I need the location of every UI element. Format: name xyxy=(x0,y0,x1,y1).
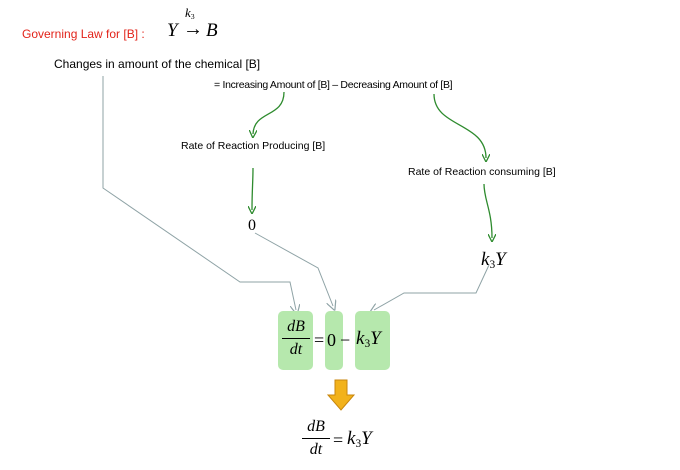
balance-label: = Increasing Amount of [B] – Decreasing … xyxy=(214,79,453,91)
equation-derivative: dB dt xyxy=(282,318,310,359)
consumption-highlight xyxy=(355,311,390,370)
arrow-changes-to-dbdt xyxy=(102,76,296,310)
equation-rate-term: k3Y xyxy=(356,328,381,350)
arrow-to-zero xyxy=(252,167,253,210)
result-derivative: dB dt xyxy=(302,418,330,459)
result-numerator: dB xyxy=(307,418,325,435)
header-label: Governing Law for [B] : xyxy=(22,27,145,41)
consuming-value: k3Y xyxy=(481,249,506,271)
equation-equals: = xyxy=(314,330,325,350)
result-equals: = xyxy=(333,430,344,450)
reaction-arrow-icon: → xyxy=(183,18,203,40)
producing-label: Rate of Reaction Producing [B] xyxy=(181,140,326,152)
result-denominator: dt xyxy=(309,441,323,458)
rate-constant-label: k3 xyxy=(185,5,195,21)
reaction-product: B xyxy=(206,20,218,41)
arrow-zero-to-box xyxy=(254,232,333,306)
equation-minus: − xyxy=(340,330,351,350)
down-arrow-icon xyxy=(326,379,356,411)
equation-zero: 0 xyxy=(327,330,336,350)
result-rate-term: k3Y xyxy=(347,428,372,450)
reaction-reactant: Y xyxy=(167,20,178,41)
changes-label: Changes in amount of the chemical [B] xyxy=(54,57,261,71)
producing-value: 0 xyxy=(248,217,256,234)
equation-denominator: dt xyxy=(289,341,303,358)
arrow-to-producing xyxy=(253,91,285,134)
derivative-highlight xyxy=(278,311,313,370)
arrow-k3y-to-box xyxy=(374,264,490,310)
equation-numerator: dB xyxy=(287,318,305,335)
production-highlight xyxy=(325,311,343,370)
consuming-label: Rate of Reaction consuming [B] xyxy=(408,166,556,178)
arrow-to-consuming xyxy=(433,93,486,158)
arrow-to-k3y xyxy=(483,183,492,238)
